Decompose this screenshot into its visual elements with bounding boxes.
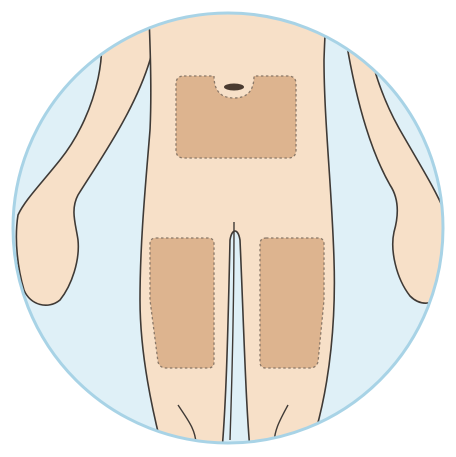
navel (224, 84, 244, 91)
right-thigh-injection-zone (260, 238, 324, 368)
left-thigh-injection-zone (150, 238, 214, 368)
